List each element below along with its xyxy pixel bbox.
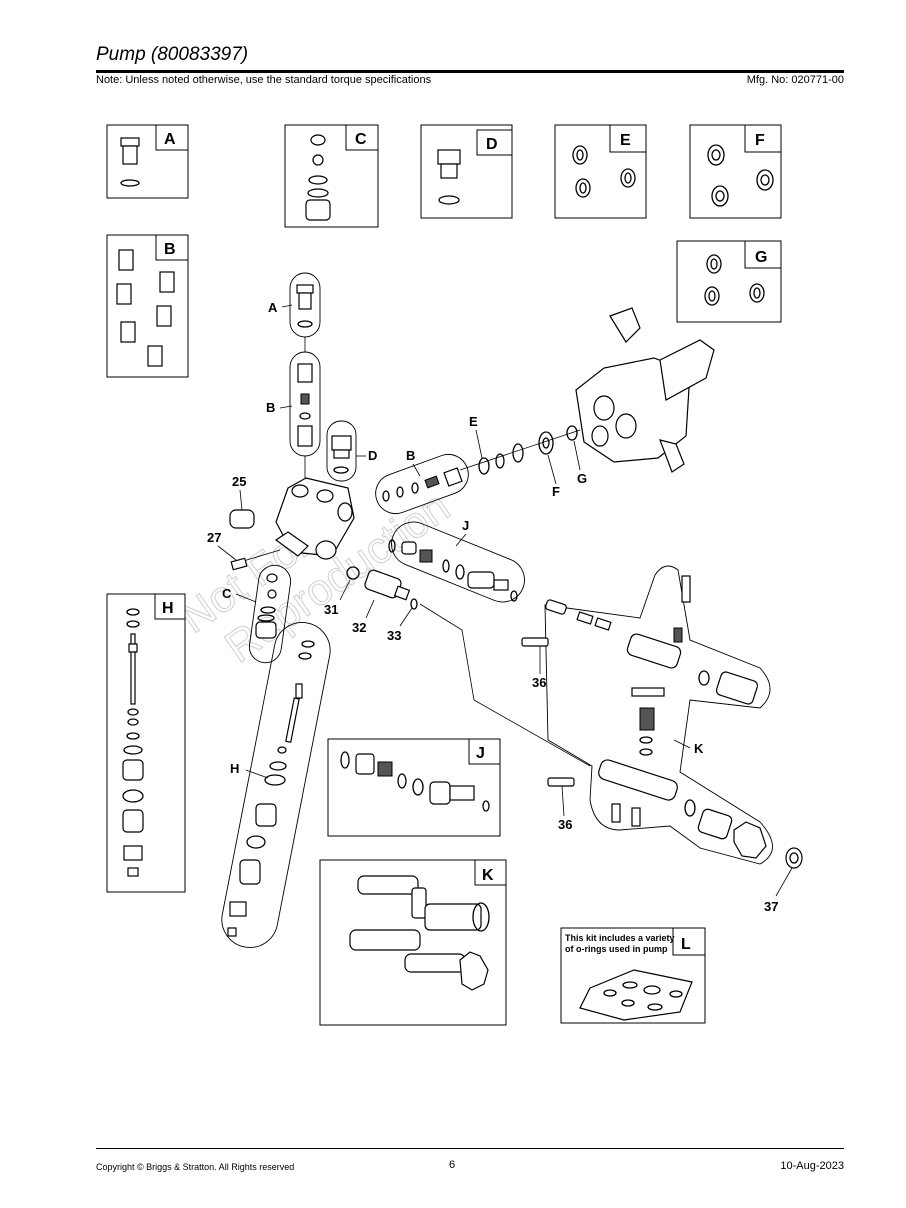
kit-k-label: K <box>482 867 494 884</box>
group-j-outline <box>388 521 525 603</box>
kit-c-label: C <box>355 131 367 148</box>
callout-f: F <box>552 484 560 499</box>
revision-date: 10-Aug-2023 <box>780 1160 844 1172</box>
kit-h-label: H <box>162 600 174 617</box>
callout-b: B <box>266 400 275 415</box>
page-number: 6 <box>449 1159 456 1171</box>
callout-a: A <box>268 300 278 315</box>
callout-31: 31 <box>324 602 338 617</box>
kit-l-description: This kit includes a variety of o-rings u… <box>565 933 675 954</box>
kit-b-box[interactable]: B <box>106 234 189 378</box>
callout-b-horizontal: B <box>406 448 415 463</box>
callout-e: E <box>469 414 478 429</box>
manufacturer-number: Mfg. No: 020771-00 <box>746 74 844 86</box>
kit-b-label: B <box>164 241 176 258</box>
kit-h-box[interactable]: H <box>106 593 186 893</box>
part-37 <box>785 847 803 869</box>
kit-g-box[interactable]: G <box>676 240 782 323</box>
callout-36-upper: 36 <box>532 675 546 690</box>
connector-lines <box>304 337 591 767</box>
kit-l-label: L <box>681 936 691 953</box>
kit-f-label: F <box>755 132 765 149</box>
kit-f-box[interactable]: F <box>689 124 782 219</box>
group-b-outline <box>289 351 321 457</box>
kit-j-box[interactable]: J <box>327 738 501 837</box>
header-rule <box>96 70 844 73</box>
copyright-notice: Copyright © Briggs & Stratton. All Right… <box>96 1162 295 1172</box>
pump-manifold <box>274 477 355 560</box>
kit-j-label: J <box>476 745 485 762</box>
kit-a-box[interactable]: A <box>106 124 189 199</box>
callout-c: C <box>222 586 232 601</box>
page-title: Pump (80083397) <box>96 44 249 65</box>
callout-32: 32 <box>352 620 366 635</box>
part-36-bolts <box>521 637 575 787</box>
group-c-outline <box>248 564 292 664</box>
group-b-horizontal <box>375 453 469 515</box>
group-k-outline <box>544 565 773 865</box>
kit-d-box[interactable]: D <box>420 124 513 219</box>
kit-g-label: G <box>755 249 767 266</box>
kit-a-label: A <box>164 131 176 148</box>
group-d-outline <box>326 420 357 482</box>
callout-g: G <box>577 471 587 486</box>
kit-c-box[interactable]: C <box>284 124 379 228</box>
kit-d-label: D <box>486 136 498 153</box>
part-27 <box>230 549 281 571</box>
callout-27: 27 <box>207 530 221 545</box>
callout-33: 33 <box>387 628 401 643</box>
kit-k-box[interactable]: K <box>319 859 507 1026</box>
callout-h: H <box>230 761 239 776</box>
parts-31-32-33 <box>346 566 418 610</box>
callout-d: D <box>368 448 377 463</box>
callout-j: J <box>462 518 469 533</box>
part-25 <box>229 509 255 529</box>
callout-37: 37 <box>764 899 778 914</box>
group-h-outline <box>221 622 331 948</box>
seals-efg <box>478 425 578 475</box>
callout-36-lower: 36 <box>558 817 572 832</box>
callout-25: 25 <box>232 474 246 489</box>
watermark: Not For Reproduction <box>171 481 460 672</box>
kit-e-label: E <box>620 132 631 149</box>
callout-labels: A B D B E F G 25 27 C J 31 32 33 36 K H … <box>207 300 793 914</box>
footer-rule <box>96 1148 844 1149</box>
torque-note: Note: Unless noted otherwise, use the st… <box>96 74 432 86</box>
pump-body <box>575 307 715 473</box>
callout-k: K <box>694 741 704 756</box>
kit-l-box[interactable]: L <box>560 927 706 1024</box>
kit-e-box[interactable]: E <box>554 124 647 219</box>
group-a-outline <box>289 272 321 338</box>
